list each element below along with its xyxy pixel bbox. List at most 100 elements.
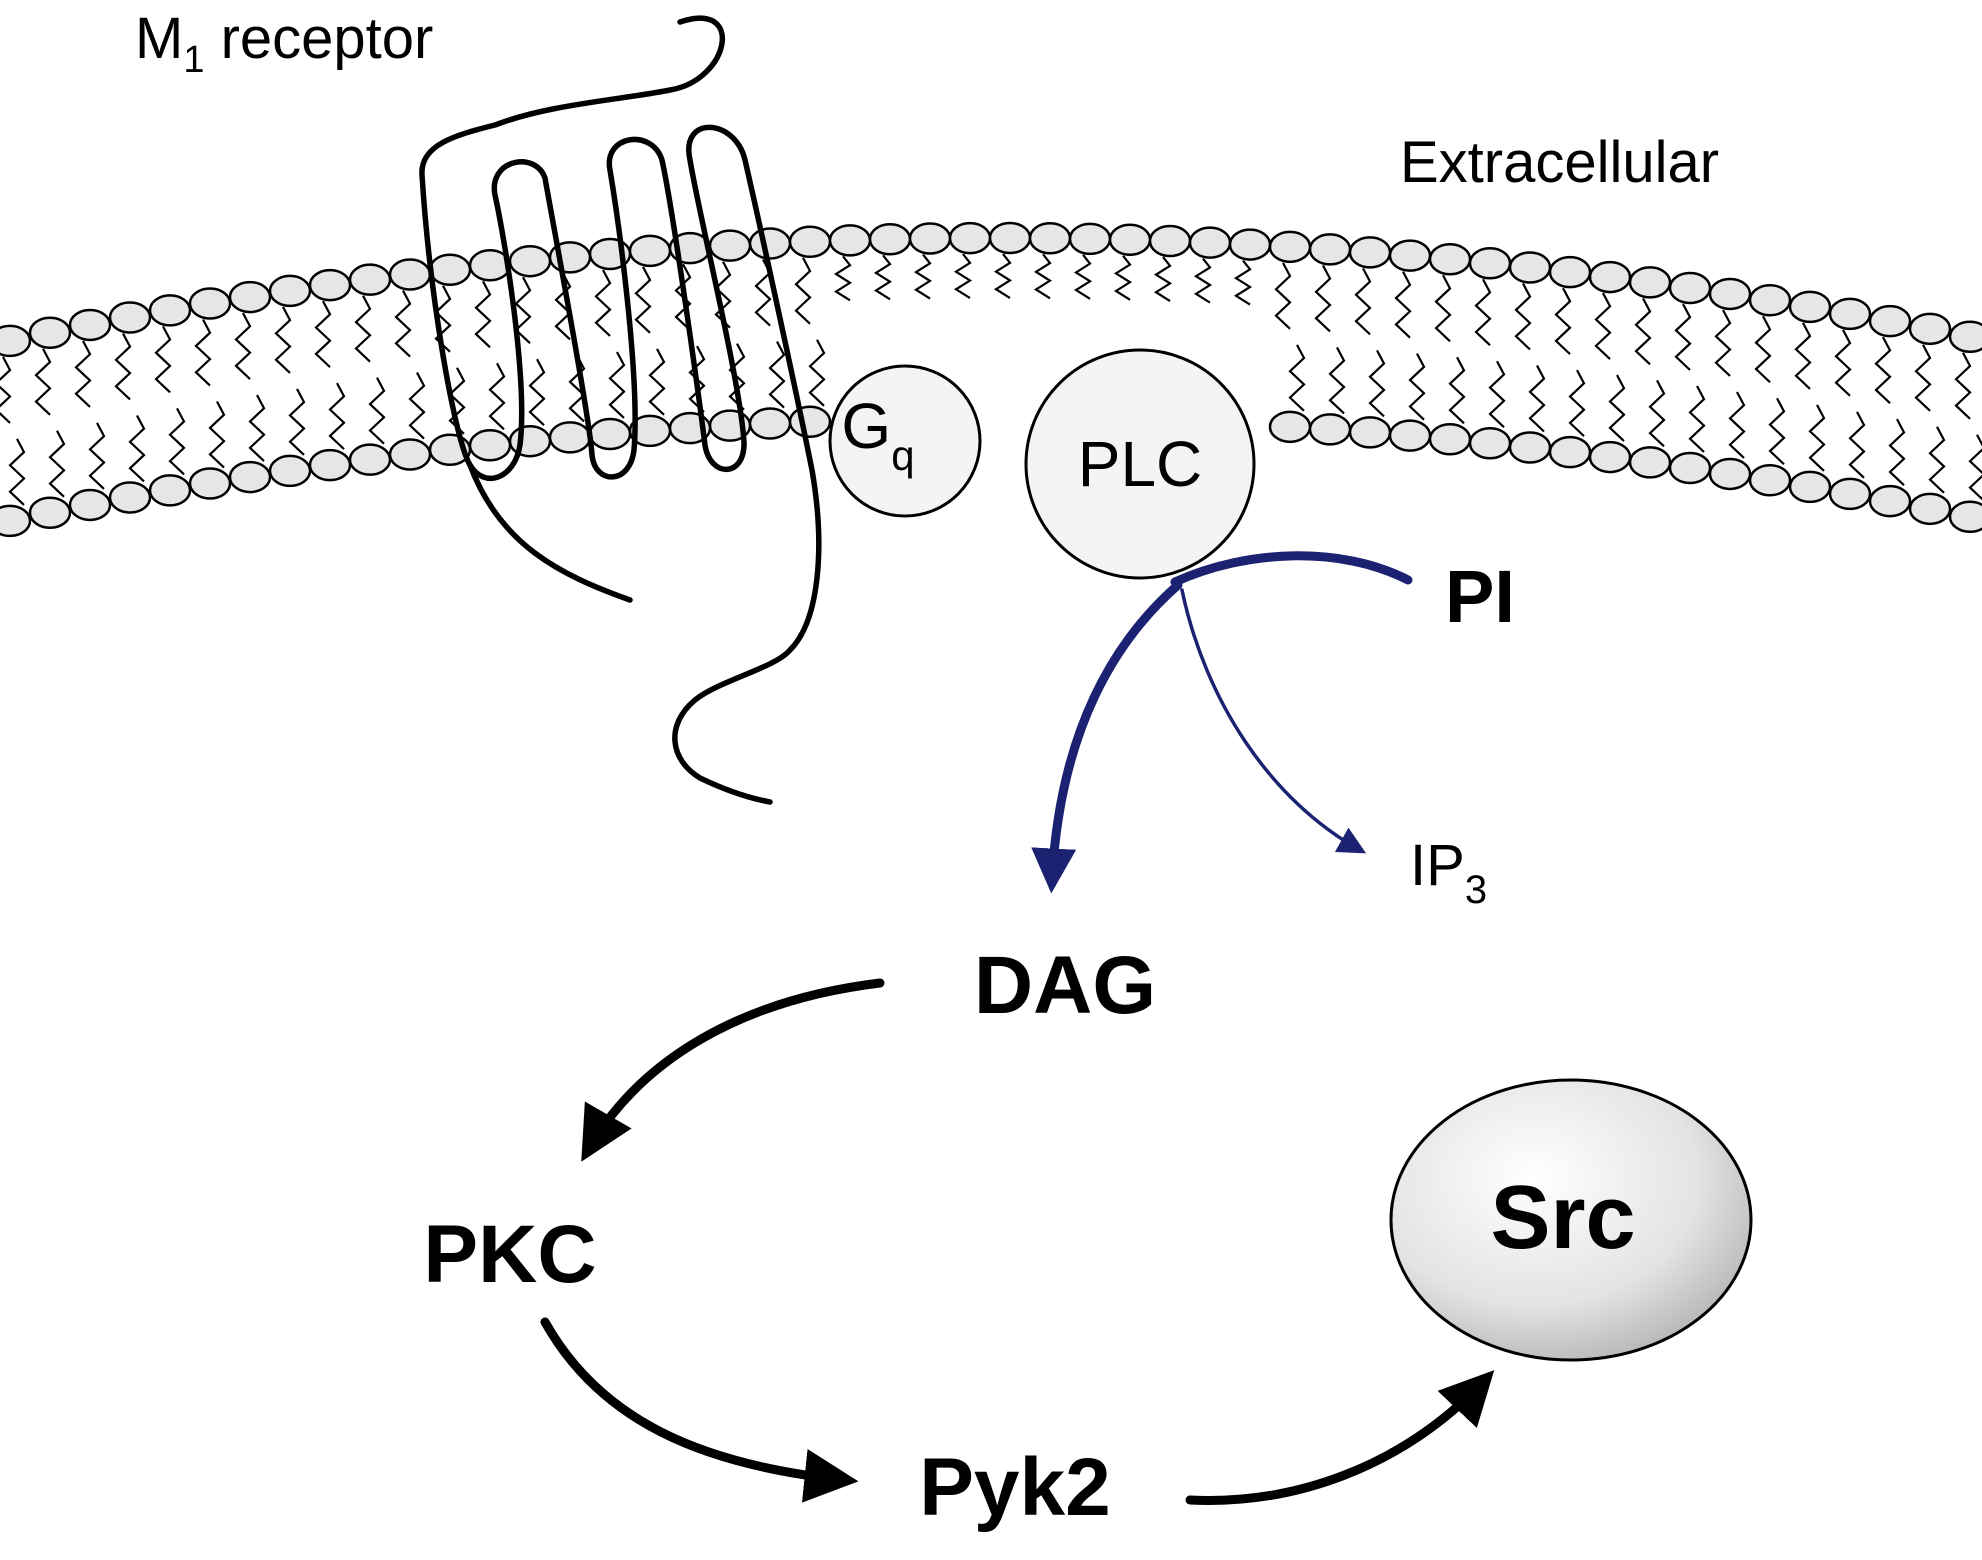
lipid-tail — [1794, 322, 1812, 390]
lipid-head-outer — [188, 287, 232, 320]
m1-receptor-label: M1 receptor — [135, 6, 433, 81]
lipid-tail — [1608, 374, 1626, 442]
lipid-tail — [448, 367, 466, 435]
pkc-to-pyk2-arrow — [540, 1317, 859, 1503]
lipid-head-inner — [1468, 426, 1512, 460]
lipid-head-inner — [1588, 440, 1632, 474]
lipid-head-outer — [1028, 222, 1072, 255]
lipid-tail — [1033, 253, 1053, 300]
lipid-tail — [1568, 369, 1586, 437]
lipid-head-inner — [228, 460, 272, 494]
gq-protein — [828, 364, 982, 518]
lipid-head-outer — [1748, 284, 1792, 317]
lipid-head-inner — [1388, 419, 1432, 452]
lipid-head-outer — [1148, 224, 1192, 258]
lipid-head-outer — [1508, 251, 1552, 284]
lipid-head-outer — [1588, 260, 1632, 294]
lipid-head-outer — [1708, 277, 1752, 311]
lipid-head-inner — [1548, 435, 1592, 469]
lipid-head-outer — [428, 253, 472, 287]
lipid-tail — [608, 351, 626, 419]
lipid-head-outer — [228, 280, 272, 314]
lipid-head-outer — [1948, 320, 1982, 354]
lipid-tail — [274, 306, 292, 374]
lipid-tail — [1554, 287, 1572, 355]
lipid-head-inner — [268, 454, 312, 488]
lipid-head-outer — [1068, 222, 1112, 256]
lipid-tail — [1714, 309, 1732, 377]
lipid-tail — [1634, 297, 1652, 366]
lipid-tail — [1073, 254, 1093, 300]
lipid-head-outer — [1828, 297, 1872, 331]
lipid-tail — [913, 253, 933, 300]
plc-label: PLC — [1078, 428, 1203, 500]
lipid-tail — [354, 295, 372, 363]
lipid-tail — [953, 253, 973, 300]
lipid-tail — [1674, 303, 1692, 371]
lipid-head-inner — [1628, 446, 1672, 479]
lipid-tail — [634, 266, 652, 334]
lipid-tail — [1728, 391, 1746, 459]
lipid-tail — [48, 430, 66, 498]
lipid-head-outer — [308, 268, 352, 302]
lipid-tail — [168, 407, 186, 476]
lipid-head-inner — [108, 481, 152, 514]
m1-receptor-chain — [419, 15, 822, 805]
lipid-tail — [1394, 271, 1412, 339]
lipid-tail — [328, 382, 346, 450]
lipid-tail — [768, 341, 786, 409]
lipid-head-outer — [68, 308, 112, 342]
pkc-label: PKC — [423, 1209, 596, 1300]
lipid-head-inner — [1268, 410, 1312, 444]
lipid-head-outer — [108, 301, 152, 334]
lipid-tail — [794, 257, 812, 325]
lipid-head-inner — [1748, 464, 1792, 497]
lipid-head-inner — [1788, 470, 1832, 504]
lipid-tail — [74, 340, 92, 408]
lipid-head-outer — [788, 225, 832, 259]
lipid-tail — [1834, 329, 1852, 397]
lipid-head-outer — [1188, 226, 1232, 259]
lipid-tail — [234, 312, 252, 380]
src-label: Src — [1490, 1168, 1635, 1268]
lipid-head-inner — [1948, 500, 1982, 534]
lipid-tail — [408, 372, 426, 440]
lipid-head-inner — [68, 488, 112, 522]
lipid-head-inner — [0, 504, 32, 538]
lipid-tail — [194, 319, 212, 387]
lipid-head-outer — [508, 244, 552, 278]
lipid-head-outer — [708, 229, 752, 262]
lipid-tail — [648, 348, 666, 416]
lipid-tail — [554, 272, 572, 341]
lipid-head-outer — [1268, 230, 1312, 264]
lipid-head-inner — [468, 429, 512, 462]
lipid-head-outer — [1868, 304, 1912, 338]
lipid-head-inner — [348, 443, 392, 476]
lipid-tail — [1474, 278, 1492, 347]
lipid-tail — [714, 261, 732, 329]
lipid-tail — [208, 401, 226, 469]
lipid-tail — [1928, 426, 1946, 494]
membrane-inner-leaflet — [0, 405, 1982, 538]
dag-label: DAG — [974, 940, 1156, 1031]
lipid-tail — [1488, 360, 1506, 429]
lipid-head-inner — [548, 421, 592, 454]
lipid-tail — [1233, 259, 1253, 306]
lipid-tail — [488, 362, 506, 431]
lipid-head-outer — [388, 258, 432, 291]
lipid-head-outer — [148, 294, 192, 327]
plc-to-ip3-arrow — [1180, 588, 1367, 854]
lipid-tail — [1688, 385, 1706, 453]
lipid-head-outer — [748, 227, 792, 260]
lipid-tail — [1914, 344, 1932, 412]
lipid-head-inner — [388, 438, 432, 471]
lipid-tail — [34, 348, 52, 416]
lipid-tail — [568, 354, 586, 423]
pi-label: PI — [1445, 555, 1515, 638]
lipid-head-outer — [1308, 233, 1352, 266]
gq-label: Gq — [841, 390, 914, 479]
lipid-head-inner — [148, 474, 192, 507]
lipid-head-outer — [1628, 266, 1672, 299]
